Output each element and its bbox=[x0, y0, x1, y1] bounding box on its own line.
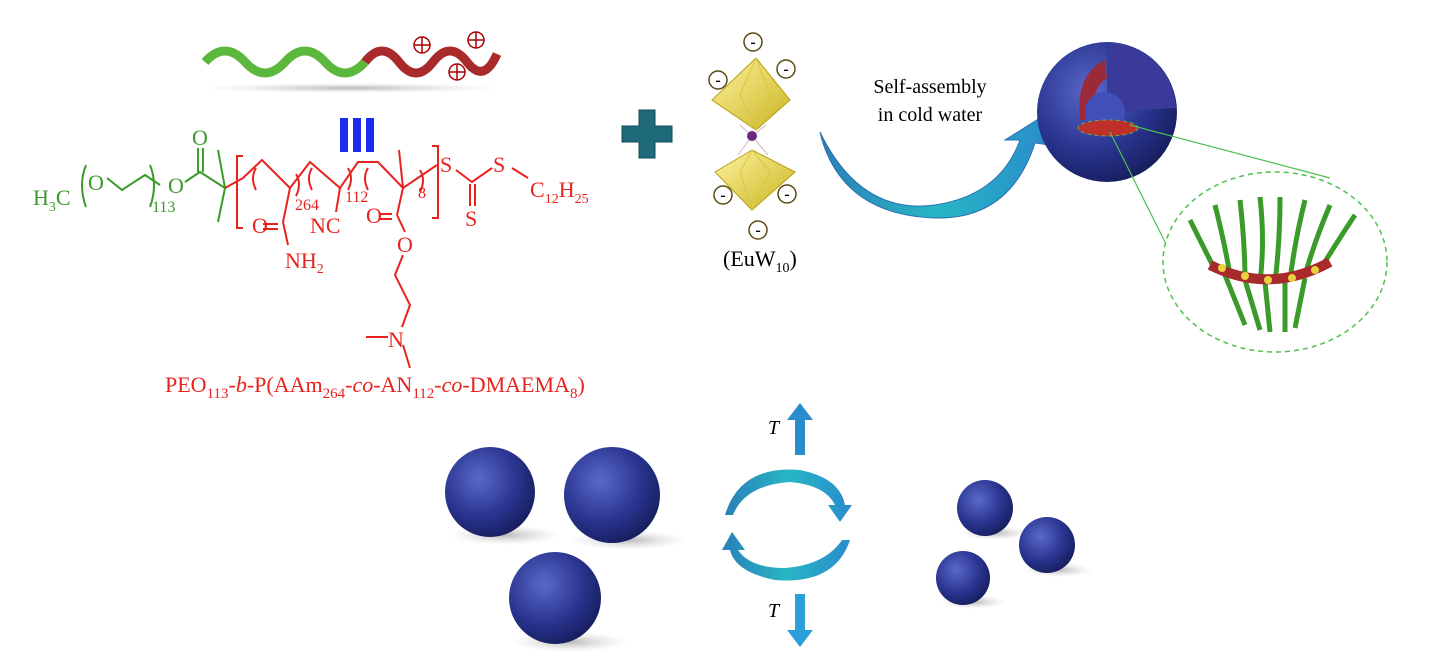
negative-charge-icon bbox=[708, 32, 797, 240]
temperature-up-arrow: T bbox=[768, 403, 813, 455]
chemical-structure: H3C O 113 O O 264 112 8 O NH2 NC O O N S… bbox=[33, 125, 589, 402]
charge-label: - bbox=[783, 61, 788, 78]
charge-label: - bbox=[784, 186, 789, 203]
carbonyl-oxygen: O bbox=[192, 125, 208, 150]
ether-oxygen: O bbox=[88, 170, 104, 195]
amide-oxygen: O bbox=[252, 213, 268, 238]
methyl-group: H3C bbox=[33, 185, 71, 215]
plus-icon bbox=[621, 109, 673, 159]
temperature-up-label: T bbox=[768, 417, 781, 439]
pom-label: (EuW10) bbox=[723, 246, 797, 276]
charge-label: - bbox=[755, 222, 760, 239]
equivalence-icon bbox=[340, 118, 374, 152]
charge-label: - bbox=[715, 72, 720, 89]
aam-repeat-count: 264 bbox=[295, 197, 319, 214]
amide-group: NH2 bbox=[285, 248, 324, 277]
sulfur-2: S bbox=[493, 152, 505, 177]
thiocarbonyl-sulfur: S bbox=[465, 206, 477, 231]
temperature-down-label: T bbox=[768, 600, 781, 622]
polyoxometalate-cluster: - - - - - - (EuW10) bbox=[708, 32, 797, 276]
dodecyl-tail: C12H25 bbox=[530, 177, 589, 207]
ester-carbonyl-oxygen: O bbox=[366, 203, 382, 228]
nitrile-group: NC bbox=[310, 213, 341, 238]
an-repeat-count: 112 bbox=[345, 189, 368, 206]
temperature-down-arrow: T bbox=[768, 594, 813, 647]
ester-oxygen-2: O bbox=[397, 232, 413, 257]
positive-charge-icon bbox=[413, 31, 485, 81]
polymer-chain-cartoon bbox=[200, 31, 502, 93]
large-micelles bbox=[445, 447, 686, 652]
small-micelles bbox=[936, 480, 1093, 609]
ester-oxygen: O bbox=[168, 173, 184, 198]
polymer-name: PEO113-b-P(AAm264-co-AN112-co-DMAEMA8) bbox=[165, 372, 585, 402]
charge-label: - bbox=[720, 187, 725, 204]
amine-nitrogen: N bbox=[388, 327, 404, 352]
peo-repeat-count: 113 bbox=[152, 199, 175, 216]
charge-label: - bbox=[750, 34, 755, 51]
micelle-cutaway bbox=[1037, 42, 1388, 353]
process-label-line1: Self-assembly bbox=[873, 76, 986, 98]
reversible-cycle-arrows bbox=[722, 469, 852, 581]
sulfur-1: S bbox=[440, 152, 452, 177]
process-label-line2: in cold water bbox=[878, 104, 983, 126]
dmaema-repeat-count: 8 bbox=[418, 185, 426, 202]
self-assembly-arrow: Self-assembly in cold water bbox=[819, 76, 1051, 219]
